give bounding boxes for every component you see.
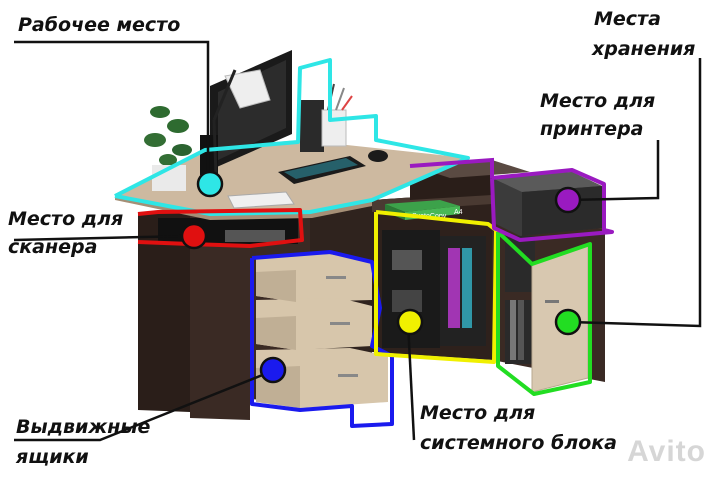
keyboard (278, 156, 366, 184)
scanner-slot (158, 218, 298, 244)
pc-outline (374, 210, 498, 364)
watermark: Avito (627, 435, 706, 468)
printer-outline (490, 168, 614, 242)
drawers-label-line2: ящики (16, 446, 89, 468)
mouse (368, 150, 388, 162)
pen-holder (300, 83, 353, 152)
printer-label-line2: принтера (540, 118, 644, 140)
pc-label-line1: Место для (420, 402, 536, 424)
printer (492, 172, 602, 236)
box-label-2: A4 (454, 209, 463, 216)
scanner-marker (180, 222, 208, 250)
printer-marker (554, 186, 582, 214)
pc-tower (382, 230, 486, 348)
drawers-outline (250, 250, 394, 428)
workplace-label: Рабочее место (18, 14, 181, 36)
leader-lines (13, 40, 702, 442)
pc-marker (396, 308, 424, 336)
printer-shelf-outline (409, 157, 494, 178)
scanner-label-line2: сканера (8, 236, 98, 258)
drawers (256, 254, 388, 408)
drawers-marker (259, 356, 287, 384)
workplace-marker (196, 170, 224, 198)
storage-outline (496, 230, 592, 396)
notepad (227, 191, 295, 209)
storage-label-line1: Места (594, 8, 661, 30)
workplace-outline (114, 58, 470, 216)
storage-marker (554, 308, 582, 336)
drawers-label-line1: Выдвижные (16, 416, 151, 438)
pc-label-line2: системного блока (420, 432, 617, 454)
printer-label-line1: Место для (540, 90, 656, 112)
scanner-label-line1: Место для (8, 208, 124, 230)
storage-label-line2: хранения (592, 38, 696, 60)
